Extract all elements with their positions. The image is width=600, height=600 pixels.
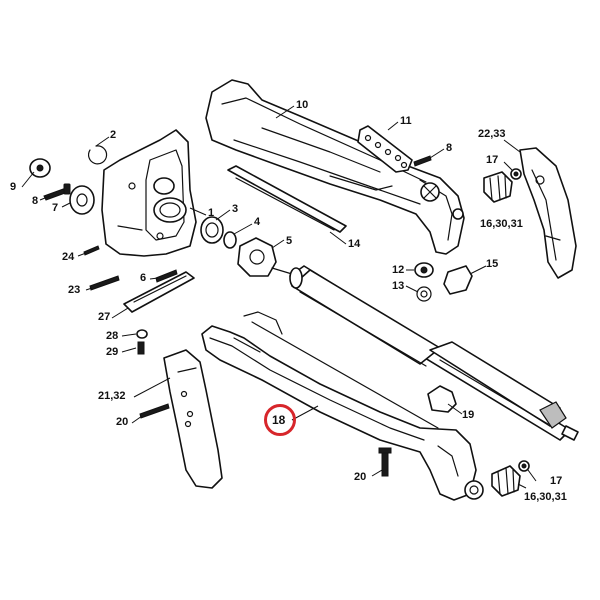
- highlight-ring: [264, 404, 296, 436]
- part-17-bolt-upper: [510, 168, 522, 180]
- part-16-buffer-upper: [483, 171, 513, 203]
- label-part-6: 6: [140, 272, 147, 284]
- label-part-18: 18: [272, 413, 286, 427]
- part-6-pin: [155, 269, 178, 283]
- part-28-washer: [136, 329, 148, 339]
- part-19-damper: [427, 385, 457, 413]
- label-part-29: 29: [106, 346, 119, 358]
- left-frame-housing: [101, 129, 197, 257]
- label-part-20-bottom: 20: [354, 471, 367, 483]
- label-part-27: 27: [98, 311, 111, 323]
- label-part-3: 3: [232, 203, 239, 215]
- part-27-clamp-bar: [123, 271, 195, 313]
- label-part-13: 13: [392, 280, 405, 292]
- label-part-12: 12: [392, 264, 405, 276]
- label-part-1: 1: [208, 207, 215, 219]
- label-part-21-32: 21,32: [98, 390, 126, 402]
- label-part-22-33: 22,33: [478, 128, 506, 140]
- part-3-bearing: [200, 216, 224, 244]
- part-22-33-handle: [519, 147, 577, 279]
- label-part-20-left: 20: [116, 416, 129, 428]
- leader-lines: [21, 105, 537, 489]
- part-23-screw: [89, 275, 120, 291]
- part-4-ring: [223, 231, 237, 249]
- label-part-11: 11: [400, 115, 412, 127]
- part-29-screw: [137, 341, 145, 355]
- part-20-screw-bottom: [378, 447, 392, 477]
- part-8-screw-left: [43, 183, 71, 201]
- part-16-buffer-lower: [491, 465, 521, 497]
- part-17-bolt-lower: [518, 460, 530, 472]
- label-part-17-upper: 17: [486, 154, 499, 166]
- label-part-9: 9: [10, 181, 17, 193]
- part-2-circlip: [87, 145, 108, 165]
- part-12-nut: [414, 262, 434, 278]
- label-part-23: 23: [68, 284, 81, 296]
- label-part-5: 5: [286, 235, 293, 247]
- label-part-19: 19: [462, 409, 475, 421]
- label-part-7: 7: [52, 202, 59, 214]
- part-21-32-side-cover: [163, 349, 223, 489]
- part-11-plate: [357, 125, 413, 173]
- label-part-10: 10: [296, 99, 309, 111]
- label-part-17-lower: 17: [550, 475, 563, 487]
- part-14-strip: [227, 165, 347, 233]
- label-part-2: 2: [110, 129, 117, 141]
- part-13-washer: [416, 286, 432, 302]
- label-part-15: 15: [486, 258, 499, 270]
- part-7-bushing: [69, 185, 95, 215]
- part-24-screw: [83, 245, 100, 256]
- label-part-28: 28: [106, 330, 119, 342]
- part-15-damper: [443, 265, 473, 295]
- label-part-24: 24: [62, 251, 75, 263]
- part-9-knob: [29, 158, 51, 178]
- drive-tube: [271, 265, 579, 441]
- part-18-lower-housing: [201, 311, 484, 501]
- label-part-16-30-31-lower: 16,30,31: [524, 491, 567, 503]
- label-part-8-right: 8: [446, 142, 453, 154]
- part-20-screw-left: [139, 403, 170, 419]
- label-part-14: 14: [348, 238, 361, 250]
- part-10-upper-housing: [205, 79, 465, 255]
- label-part-4: 4: [254, 216, 261, 228]
- part-5-coupling: [237, 237, 277, 277]
- part-8-screw-right: [413, 155, 432, 167]
- label-part-16-30-31-upper: 16,30,31: [480, 218, 523, 230]
- label-part-8-left: 8: [32, 195, 39, 207]
